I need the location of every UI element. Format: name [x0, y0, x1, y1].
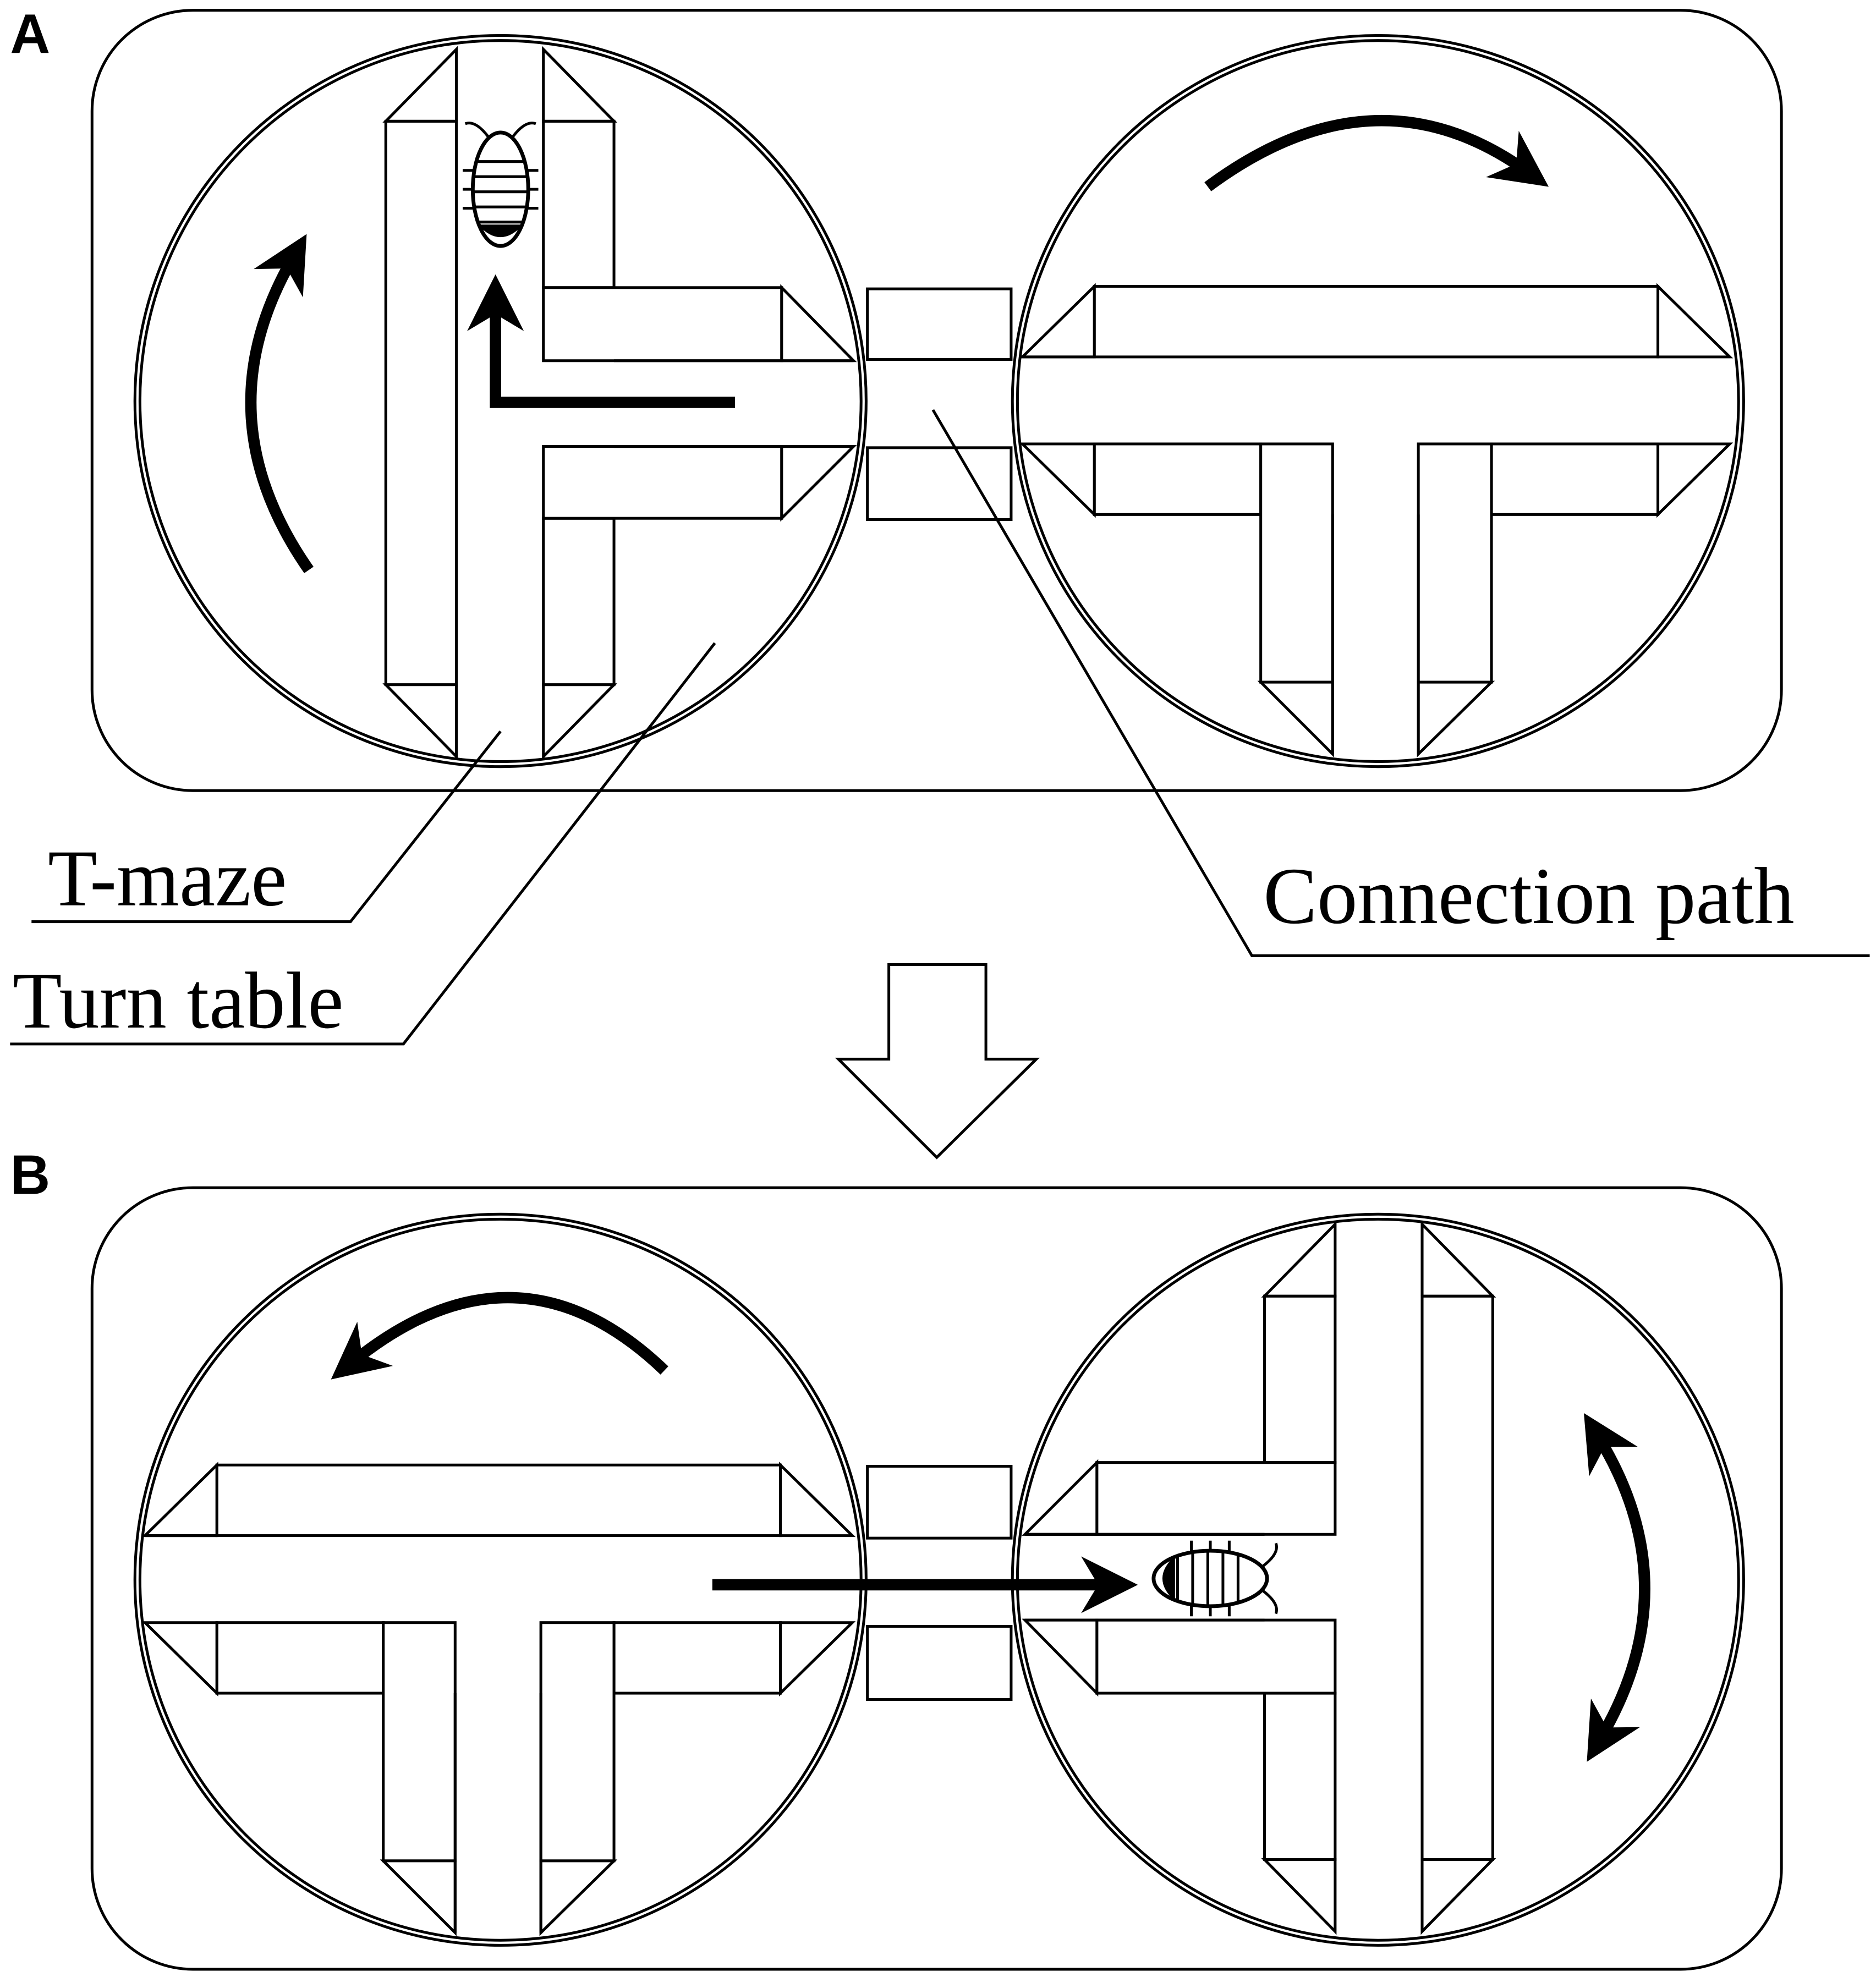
connection-wall-top: [866, 1465, 1013, 1540]
panel-label-a: A: [10, 4, 50, 65]
callout-line-turn-table: [10, 642, 716, 1046]
callout-line-t-maze: [31, 730, 502, 924]
label-t-maze: T-maze: [48, 833, 287, 923]
panel-a: [90, 9, 1783, 792]
isopod-icon: [463, 123, 539, 246]
connection-wall-bottom: [866, 446, 1013, 521]
down-arrow-icon: [835, 963, 1040, 1160]
connection-wall-bottom: [866, 1625, 1013, 1701]
base-plate: [90, 1186, 1783, 1971]
label-turn-table: Turn table: [13, 955, 344, 1045]
callout-line-connection-path: [931, 409, 1870, 957]
label-connection-path: Connection path: [1263, 851, 1794, 941]
isopod-icon: [1154, 1541, 1277, 1617]
rotation-arrow-right: [1583, 1413, 1650, 1762]
turn-table-right: [1012, 1214, 1743, 1945]
rotation-arrow-left: [245, 234, 314, 574]
panel-label-b: B: [10, 1145, 50, 1206]
connection-wall-top: [866, 287, 1013, 361]
turn-table-right: [1012, 36, 1743, 767]
panel-b: [90, 1186, 1783, 1971]
rotation-arrow-right: [1204, 114, 1549, 191]
base-plate: [90, 9, 1783, 792]
movement-arrow: [467, 274, 736, 408]
rotation-arrow-left: [331, 1292, 668, 1380]
